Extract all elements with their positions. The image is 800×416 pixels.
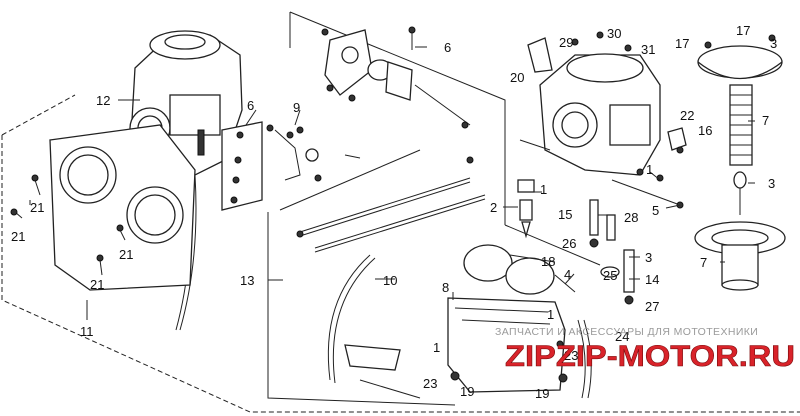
watermark-logo: ZIPZIP-MOTOR.RU	[505, 340, 795, 373]
callout-30: 30	[607, 26, 621, 41]
callout-19-left: 19	[460, 384, 474, 399]
callout-6-top: 6	[444, 40, 451, 55]
callout-1-float: 1	[540, 182, 547, 197]
float-bowl	[447, 297, 592, 399]
leader-lines	[29, 46, 755, 320]
callout-15: 15	[558, 207, 572, 222]
callout-4: 4	[564, 267, 571, 282]
part-9-link	[266, 124, 361, 182]
watermark-text: ЗАПЧАСТИ И АКСЕССУАРЫ ДЛЯ МОТОТЕХНИКИ	[495, 326, 758, 338]
callout-2: 2	[490, 200, 497, 215]
callout-21-c: 21	[119, 247, 133, 262]
part-10-rod	[327, 254, 421, 399]
callout-3-mid: 3	[768, 176, 775, 191]
callout-17-b: 17	[736, 23, 750, 38]
part-6-left	[221, 121, 263, 211]
callout-28: 28	[624, 210, 638, 225]
callout-11: 11	[80, 324, 94, 339]
vacuum-piston	[694, 171, 786, 291]
float-valve	[517, 179, 535, 239]
callout-27: 27	[645, 299, 659, 314]
callout-17-a: 17	[675, 36, 689, 51]
callout-23-right: 23	[564, 348, 578, 363]
callout-21-b: 21	[11, 229, 25, 244]
callout-26: 26	[562, 236, 576, 251]
callout-25: 25	[603, 268, 617, 283]
callout-6-left: 6	[247, 98, 254, 113]
callout-8: 8	[442, 280, 449, 295]
callout-21-d: 21	[90, 277, 104, 292]
callout-31: 31	[641, 42, 655, 57]
right-carburetor-body	[519, 53, 661, 176]
callout-7-bottom: 7	[700, 255, 707, 270]
callout-12: 12	[96, 93, 110, 108]
callout-24: 24	[615, 329, 629, 344]
callout-23-left: 23	[423, 376, 437, 391]
callout-16: 16	[698, 123, 712, 138]
callout-18: 18	[541, 254, 555, 269]
callout-14: 14	[645, 272, 659, 287]
callout-labels: 12 6 9 6 21 21 21 21 11 13 10 29 30 31 2…	[11, 23, 777, 401]
part-6-top	[321, 26, 471, 129]
callout-3-top: 3	[770, 36, 777, 51]
parts-20-29-30-31	[527, 31, 632, 73]
left-carburetor-assembly	[129, 30, 243, 331]
throttle-shaft	[296, 156, 486, 253]
callout-7-top: 7	[762, 113, 769, 128]
callout-13: 13	[240, 273, 254, 288]
intake-joint-plate	[49, 124, 196, 291]
callout-29: 29	[559, 35, 573, 50]
watermark: ЗАПЧАСТИ И АКСЕССУАРЫ ДЛЯ МОТОТЕХНИКИ ZI…	[495, 326, 795, 373]
callout-1-bowl-a: 1	[547, 307, 554, 322]
callout-1-bowl-b: 1	[433, 340, 440, 355]
callout-20: 20	[510, 70, 524, 85]
callout-21-a: 21	[30, 200, 44, 215]
callout-3-jet: 3	[645, 250, 652, 265]
parts-16-22	[667, 127, 687, 154]
callout-5: 5	[652, 203, 659, 218]
callout-19-right: 19	[535, 386, 549, 401]
screws-21	[10, 174, 126, 276]
callout-9: 9	[293, 100, 300, 115]
callout-1-right: 1	[646, 162, 653, 177]
diaphragm-cover	[697, 34, 783, 166]
jets	[589, 199, 635, 305]
callout-22: 22	[680, 108, 694, 123]
floats	[463, 244, 576, 295]
callout-10: 10	[383, 273, 397, 288]
